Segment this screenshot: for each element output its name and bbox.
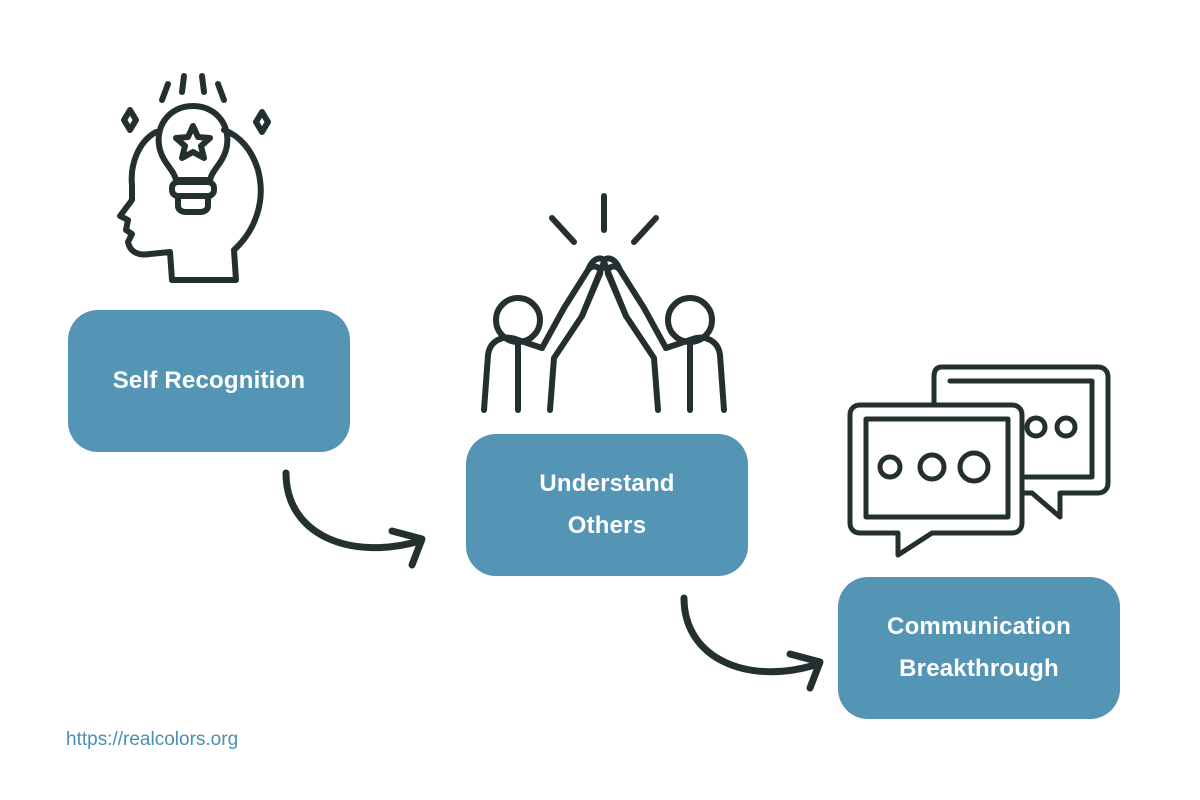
step-label-self-recognition: Self Recognition [112,367,306,394]
curved-arrow-icon [282,469,426,569]
source-url[interactable]: https://realcolors.org [66,729,239,750]
step-box-self-recognition: Self Recognition [68,310,350,452]
head-lightbulb-star-icon [117,73,271,283]
curved-arrow-icon [680,594,824,692]
step-label-communication-breakthrough: Communication Breakthrough [887,613,1071,682]
high-five-icon [481,193,727,413]
step-label-understand-others: Understand Others [539,470,675,539]
chat-bubbles-icon [847,364,1111,558]
step-box-understand-others: Understand Others [466,434,748,576]
step-box-communication-breakthrough: Communication Breakthrough [838,577,1120,719]
